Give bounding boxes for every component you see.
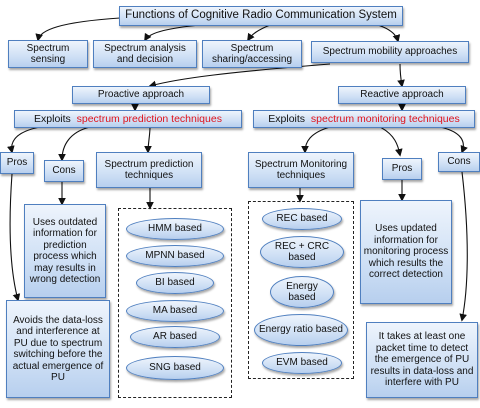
reactive-cons-text: It takes at least one packet time to det… [370, 331, 474, 389]
spectrum-sensing-label: Spectrum sensing [26, 42, 70, 66]
title-label: Functions of Cognitive Radio Communicati… [125, 9, 397, 22]
technique-mpnn: MPNN based [126, 245, 224, 267]
technique-ar-label: AR based [153, 331, 197, 343]
proactive-approach-node: Proactive approach [72, 86, 210, 104]
technique-ar: AR based [130, 326, 220, 348]
proactive-exploits-prefix: Exploits [34, 112, 74, 125]
technique-sng: SNG based [126, 356, 224, 380]
reactive-approach-label: Reactive approach [360, 89, 444, 101]
spectrum-sharing-label: Spectrum sharing/accessing [211, 42, 293, 66]
reactive-pros-label: Pros [391, 163, 413, 175]
technique-bi-label: BI based [155, 277, 195, 289]
proactive-exploits-highlight: spectrum prediction techniques [76, 112, 222, 125]
technique-rec: REC based [262, 208, 342, 230]
monitoring-techniques-node: Spectrum Monitoring techniques [248, 152, 354, 188]
proactive-pros-label: Pros [6, 157, 28, 169]
technique-hmm-label: HMM based [148, 223, 202, 235]
title-node: Functions of Cognitive Radio Communicati… [119, 6, 403, 26]
proactive-approach-label: Proactive approach [97, 89, 185, 101]
monitoring-techniques-group [248, 201, 354, 379]
technique-mpnn-label: MPNN based [145, 250, 205, 262]
spectrum-analysis-node: Spectrum analysis and decision [93, 40, 197, 68]
proactive-pros-node: Pros [0, 152, 34, 174]
technique-rec-label: REC based [276, 213, 328, 225]
spectrum-analysis-label: Spectrum analysis and decision [104, 42, 186, 66]
proactive-exploits-node: Exploits spectrum prediction techniques [14, 110, 242, 128]
technique-energy: Energy based [270, 276, 334, 308]
proactive-pros-text: Avoids the data-loss and interference at… [12, 314, 104, 384]
technique-sng-label: SNG based [149, 362, 201, 374]
reactive-cons-text-box: It takes at least one packet time to det… [366, 322, 478, 398]
reactive-cons-label: Cons [447, 156, 471, 168]
prediction-techniques-label: Spectrum prediction techniques [104, 158, 194, 182]
proactive-pros-text-box: Avoids the data-loss and interference at… [6, 300, 110, 398]
technique-evm: EVM based [262, 352, 342, 374]
technique-evm-label: EVM based [276, 357, 328, 369]
proactive-cons-node: Cons [44, 160, 84, 182]
technique-rec-crc: REC + CRC based [260, 236, 344, 268]
reactive-exploits-prefix: Exploits [268, 112, 308, 125]
technique-energy-ratio-label: Energy ratio based [259, 324, 343, 336]
proactive-cons-text: Uses outdated information for prediction… [29, 216, 101, 286]
reactive-exploits-node: Exploits spectrum monitoring techniques [253, 110, 475, 128]
spectrum-mobility-label: Spectrum mobility approaches [322, 46, 458, 58]
reactive-pros-text-box: Uses updated information for monitoring … [360, 200, 452, 304]
reactive-pros-node: Pros [382, 158, 422, 180]
monitoring-techniques-label: Spectrum Monitoring techniques [254, 158, 348, 182]
proactive-cons-text-box: Uses outdated information for prediction… [24, 204, 106, 298]
technique-energy-ratio: Energy ratio based [254, 314, 348, 346]
technique-bi: BI based [136, 272, 214, 294]
reactive-approach-node: Reactive approach [338, 86, 466, 104]
proactive-exploits-label: Exploits spectrum prediction techniques [34, 113, 222, 125]
technique-rec-crc-label: REC + CRC based [274, 240, 330, 264]
spectrum-sharing-node: Spectrum sharing/accessing [202, 40, 302, 68]
reactive-exploits-highlight: spectrum monitoring techniques [310, 112, 460, 125]
reactive-exploits-label: Exploits spectrum monitoring techniques [268, 113, 459, 125]
technique-hmm: HMM based [126, 218, 224, 240]
spectrum-sensing-node: Spectrum sensing [8, 40, 88, 68]
reactive-pros-text: Uses updated information for monitoring … [363, 223, 449, 281]
spectrum-mobility-node: Spectrum mobility approaches [311, 41, 469, 63]
prediction-techniques-group [118, 208, 232, 398]
technique-energy-label: Energy based [286, 280, 318, 304]
technique-ma-label: MA based [152, 305, 198, 317]
prediction-techniques-node: Spectrum prediction techniques [96, 152, 202, 188]
proactive-cons-label: Cons [52, 165, 76, 177]
technique-ma: MA based [126, 300, 224, 322]
reactive-cons-node: Cons [438, 152, 480, 172]
